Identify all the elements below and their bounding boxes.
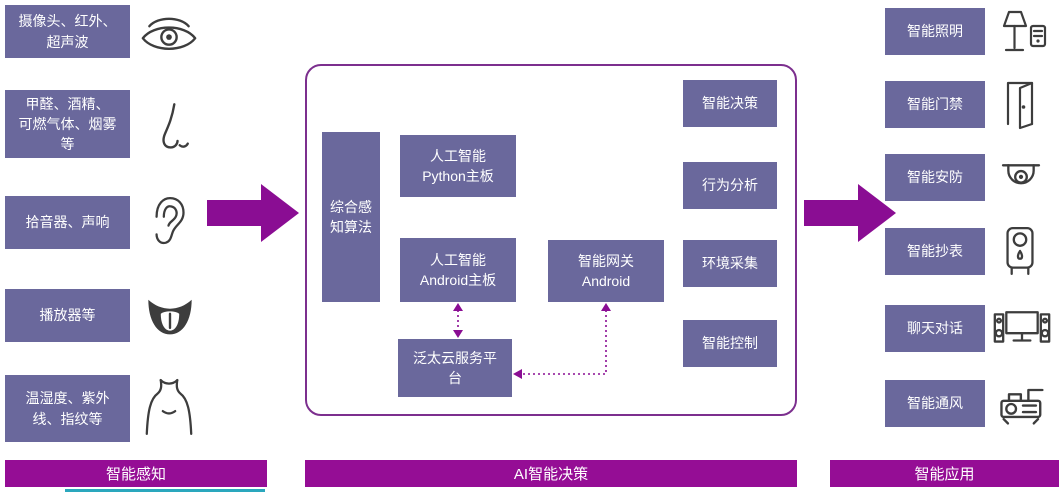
ear-icon	[144, 194, 194, 252]
decision-function-label: 行为分析	[702, 177, 758, 194]
decision-function-label: 智能控制	[702, 335, 758, 352]
decision-function-decision: 智能决策	[683, 80, 777, 127]
application-item-label: 智能安防	[907, 169, 963, 186]
application-item-lighting: 智能照明	[885, 8, 985, 55]
footer-label: AI智能决策	[513, 466, 589, 483]
footer-bar-application: 智能应用	[830, 460, 1059, 487]
footer-bar-decision: AI智能决策	[305, 460, 797, 487]
application-item-label: 智能抄表	[907, 243, 963, 260]
meter-icon	[1000, 224, 1040, 278]
decision-android-board-label: 人工智能 Android主板	[419, 251, 497, 288]
application-item-label: 智能通风	[907, 395, 963, 412]
flow-arrow-perception-to-decision	[207, 184, 299, 242]
application-item-label: 智能照明	[907, 23, 963, 40]
nose-icon	[148, 100, 192, 156]
door-icon	[998, 78, 1042, 130]
perception-item-microphone: 拾音器、声响	[5, 196, 130, 249]
footer-bar-perception: 智能感知	[5, 460, 267, 487]
decision-python-board-label: 人工智能 Python主板	[422, 147, 494, 184]
decision-container: 综合感 知算法 人工智能 Python主板 人工智能 Android主板 智能网…	[305, 64, 797, 416]
application-item-access: 智能门禁	[885, 81, 985, 128]
tongue-icon	[144, 292, 196, 340]
decision-algorithm-box: 综合感 知算法	[322, 132, 380, 302]
tv-speakers-icon	[992, 306, 1052, 352]
decision-function-control: 智能控制	[683, 320, 777, 367]
camera-icon	[995, 160, 1047, 198]
application-item-security: 智能安防	[885, 154, 985, 201]
perception-item-environment: 温湿度、紫外 线、指纹等	[5, 375, 130, 442]
perception-item-label: 播放器等	[39, 307, 96, 324]
application-item-label: 聊天对话	[907, 320, 963, 337]
footer-label: 智能感知	[105, 466, 166, 483]
footer-label: 智能应用	[914, 466, 975, 483]
perception-item-label: 摄像头、红外、 超声波	[18, 13, 117, 50]
decision-function-label: 环境采集	[702, 255, 758, 272]
decision-android-board-box: 人工智能 Android主板	[400, 238, 516, 302]
perception-item-label: 拾音器、声响	[25, 214, 110, 231]
decision-algorithm-label: 综合感 知算法	[330, 198, 372, 235]
flow-arrow-decision-to-application	[804, 184, 896, 242]
application-item-ventilation: 智能通风	[885, 380, 985, 427]
decision-gateway-label: 智能网关 Android	[578, 252, 634, 289]
body-icon	[140, 376, 198, 438]
lamp-icon	[995, 8, 1051, 56]
perception-item-player: 播放器等	[5, 289, 130, 342]
ventilation-icon	[995, 382, 1051, 426]
decision-python-board-box: 人工智能 Python主板	[400, 135, 516, 197]
decision-cloud-platform-box: 泛太云服务平 台	[398, 339, 512, 397]
application-item-label: 智能门禁	[907, 96, 963, 113]
application-item-metering: 智能抄表	[885, 228, 985, 275]
application-item-chat: 聊天对话	[885, 305, 985, 352]
decision-function-behavior: 行为分析	[683, 162, 777, 209]
bottom-accent-strip	[65, 489, 265, 492]
perception-item-gas: 甲醛、酒精、 可燃气体、烟雾 等	[5, 90, 130, 158]
decision-gateway-box: 智能网关 Android	[548, 240, 664, 302]
perception-item-label: 温湿度、紫外 线、指纹等	[25, 390, 110, 427]
decision-function-label: 智能决策	[702, 95, 758, 112]
eye-icon	[138, 12, 200, 60]
perception-item-label: 甲醛、酒精、 可燃气体、烟雾 等	[18, 95, 117, 153]
perception-item-camera: 摄像头、红外、 超声波	[5, 5, 130, 58]
decision-cloud-platform-label: 泛太云服务平 台	[413, 349, 497, 386]
decision-function-environment: 环境采集	[683, 240, 777, 287]
